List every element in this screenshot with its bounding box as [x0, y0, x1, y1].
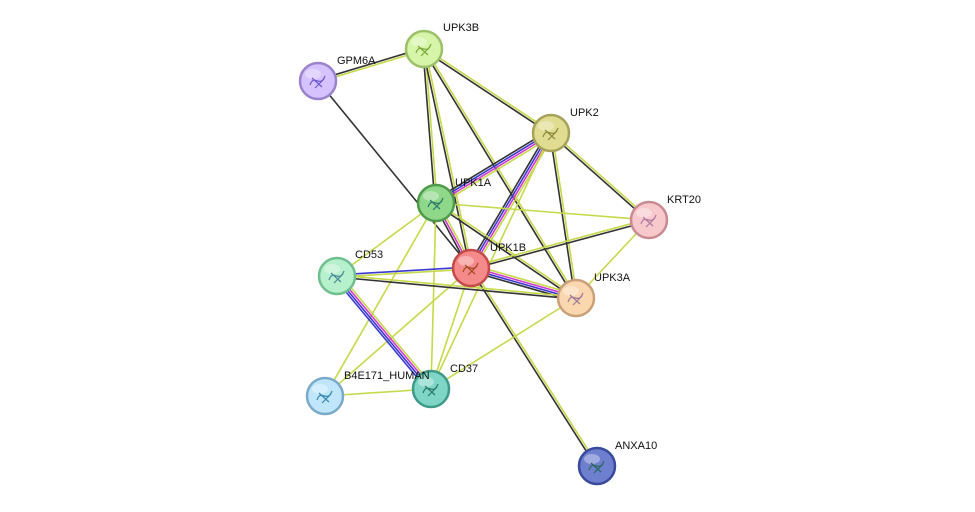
node-label-upk1b: UPK1B [490, 242, 526, 254]
edge-upk1a-cd37-text [430, 202, 437, 390]
protein-structure-icon [309, 75, 326, 89]
node-highlight [538, 121, 554, 131]
node-highlight [584, 454, 600, 464]
node-cd53[interactable] [317, 256, 357, 296]
node-upk3b[interactable] [404, 29, 444, 69]
node-upk1a[interactable] [416, 183, 456, 223]
protein-structure-icon [542, 127, 559, 141]
node-label-b4e171-human: B4E171_HUMAN [344, 370, 430, 382]
node-highlight [411, 37, 427, 47]
edge-upk3b-upk1b-text [424, 47, 473, 269]
edge-upk2-upk1b-coexp [467, 130, 549, 268]
node-label-anxa10: ANXA10 [615, 440, 657, 452]
edge-cd53-upk3a-coexp [336, 276, 577, 300]
node-label-cd53: CD53 [355, 249, 383, 261]
protein-structure-icon [427, 197, 444, 211]
node-b4e171-human[interactable] [305, 376, 345, 416]
node-upk2[interactable] [531, 113, 571, 153]
node-highlight [423, 191, 439, 201]
node-highlight [305, 69, 321, 79]
edge-upk3b-upk1b-coexp [422, 48, 471, 270]
edge-upk2-upk1a-coexp [433, 129, 551, 201]
node-label-krt20: KRT20 [667, 194, 701, 206]
edge-cd53-cd37-homology [333, 277, 430, 392]
node-upk3a[interactable] [556, 278, 596, 318]
edge-upk1b-b4e171-human-text [324, 267, 472, 397]
edge-cd53-cd37-exp [337, 274, 433, 390]
node-label-cd37: CD37 [450, 363, 478, 375]
edge-upk1a-b4e171-human-text [324, 202, 437, 397]
edge-upk3b-upk3a-text [424, 47, 578, 299]
node-label-gpm6a: GPM6A [337, 55, 376, 67]
edge-upk3a-cd37-text [430, 297, 577, 390]
node-upk1b[interactable] [451, 248, 491, 288]
node-highlight [418, 377, 434, 387]
edge-upk2-upk1a-text [436, 135, 554, 207]
node-label-upk1a: UPK1A [455, 177, 492, 189]
edge-upk3b-upk1a-coexp [422, 48, 436, 204]
edge-upk1b-cd53-text [336, 268, 472, 278]
edge-upk1a-krt20-text [435, 202, 650, 221]
node-label-upk3b: UPK3B [443, 22, 479, 34]
node-highlight [563, 286, 579, 296]
edge-upk2-upk1b-db [469, 131, 551, 269]
edge-upk1a-upk3a-coexp [434, 203, 577, 300]
edge-upk1a-upk3a-text [435, 201, 578, 298]
edge-upk1a-cd53-text [336, 202, 437, 277]
edge-upk1b-krt20-text [469, 218, 650, 268]
edge-upk2-upk1b-exp [471, 132, 553, 270]
edge-upk3b-upk2-coexp [422, 49, 552, 135]
edge-upk3b-upk2-text [423, 47, 553, 133]
node-highlight [324, 264, 340, 274]
edge-upk2-upk3a-text [551, 132, 578, 299]
protein-structure-icon [588, 460, 605, 474]
edge-upk1b-anxa10-coexp [469, 267, 597, 468]
protein-structure-icon [316, 390, 333, 404]
edge-upk1b-anxa10-text [471, 266, 599, 467]
node-label-upk2: UPK2 [570, 107, 599, 119]
edge-upk3b-upk3a-coexp [422, 48, 576, 300]
protein-structure-icon [640, 214, 657, 228]
edge-upk2-upk1a-db [434, 131, 552, 203]
edge-upk3b-upk1a-text [424, 48, 438, 204]
protein-structure-icon [422, 383, 439, 397]
protein-structure-icon [567, 292, 584, 306]
node-krt20[interactable] [629, 200, 669, 240]
node-anxa10[interactable] [577, 446, 617, 486]
node-highlight [312, 384, 328, 394]
edge-cd53-cd37-db [335, 275, 431, 391]
protein-structure-icon [328, 270, 345, 284]
edge-cd53-upk3a-text [336, 274, 577, 298]
edge-upk1b-cd53-db [336, 266, 472, 276]
node-cd37[interactable] [411, 369, 451, 409]
node-highlight [636, 208, 652, 218]
edge-cd53-cd37-text [338, 273, 435, 388]
edge-upk1b-krt20-coexp [470, 220, 651, 270]
edge-upk2-upk1a-exp [435, 133, 553, 205]
protein-structure-icon [462, 262, 479, 276]
edge-upk2-krt20-coexp [549, 133, 650, 222]
edge-gpm6a-upk1b-coexp [317, 80, 472, 269]
node-label-upk3a: UPK3A [594, 272, 631, 284]
edge-upk2-upk3a-coexp [549, 132, 576, 299]
edge-upk2-krt20-text [550, 131, 651, 220]
node-highlight [458, 256, 474, 266]
protein-structure-icon [415, 43, 432, 57]
node-gpm6a[interactable] [298, 61, 338, 101]
